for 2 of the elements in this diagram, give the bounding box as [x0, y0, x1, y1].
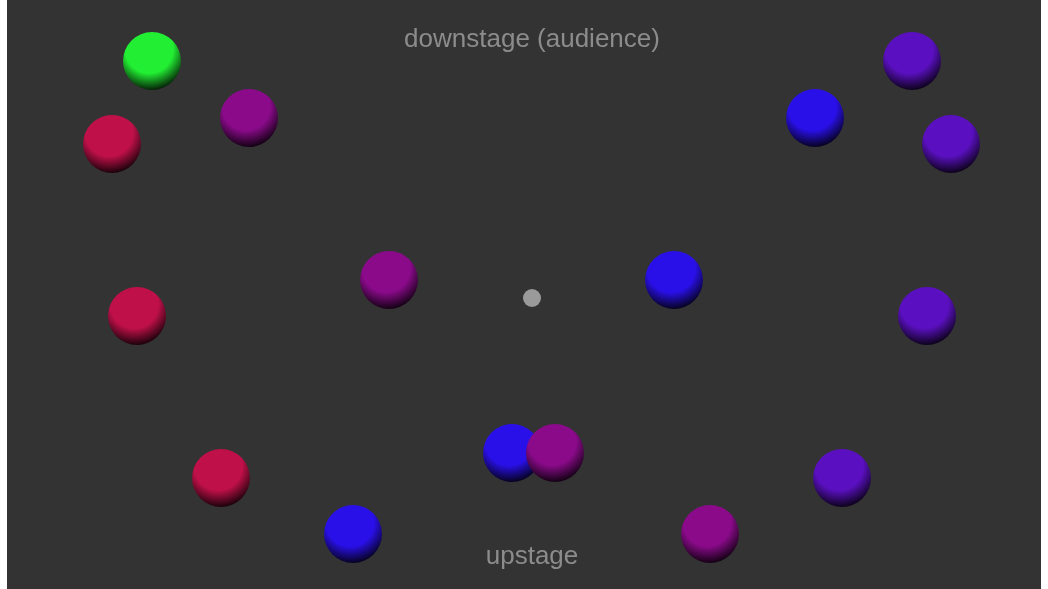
upstage-label: upstage — [485, 540, 579, 570]
downstage-label: downstage (audience) — [404, 23, 660, 53]
